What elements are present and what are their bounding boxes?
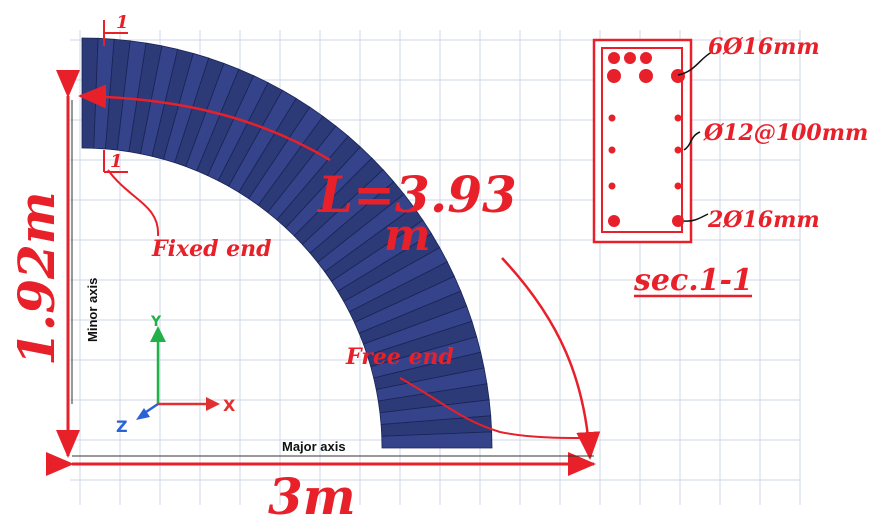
- stirrups-leader: [683, 131, 701, 151]
- fixed-end-leader: [107, 169, 160, 237]
- top-bars-leader: [677, 51, 713, 76]
- bottom-bars-leader: [683, 213, 709, 222]
- width-dimension-label: 3m: [268, 467, 356, 522]
- cross-section-detail: 6Ø16mm Ø12@100mm 2Ø16mm sec.1-1: [592, 34, 868, 298]
- curved-beam: [81, 37, 493, 449]
- fixed-end-label: Fixed end: [151, 236, 272, 262]
- rebar: [608, 215, 620, 227]
- rebar: [608, 146, 616, 154]
- rebar: [672, 215, 684, 227]
- axis-triad: Y X Z: [116, 314, 236, 436]
- section-rebars: [607, 52, 685, 227]
- axis-z-label: Z: [116, 417, 128, 436]
- rebar: [608, 182, 616, 190]
- beam-length-arrow-upper: [78, 84, 331, 162]
- top-bars-label: 6Ø16mm: [708, 34, 820, 60]
- section-title: sec.1-1: [633, 263, 753, 298]
- axis-y-label: Y: [150, 314, 162, 330]
- rebar: [674, 146, 682, 154]
- rebar: [674, 182, 682, 190]
- rebar: [671, 69, 685, 83]
- free-end-label: Free end: [345, 344, 454, 370]
- beam-length-arrow-lower: [501, 257, 601, 460]
- rebar: [624, 52, 636, 64]
- beam-length-label: L=3.93: [316, 165, 517, 224]
- height-dimension-label: 1.92m: [7, 191, 66, 366]
- section-mark-top: 1: [116, 12, 129, 33]
- axis-x-arrowhead: [206, 397, 220, 411]
- free-end-leader: [399, 377, 586, 439]
- axis-x-label: X: [223, 396, 236, 415]
- axis-z-arrowhead: [136, 408, 150, 420]
- rebar: [640, 52, 652, 64]
- stirrups-label: Ø12@100mm: [703, 120, 868, 146]
- axis-y-arrowhead: [150, 326, 166, 342]
- bottom-bars-label: 2Ø16mm: [707, 207, 820, 233]
- rebar: [639, 69, 653, 83]
- minor-axis-label: Minor axis: [85, 278, 100, 342]
- rebar: [608, 52, 620, 64]
- rebar: [608, 114, 616, 122]
- beam-element: [381, 431, 493, 449]
- section-mark-bottom: 1: [110, 151, 123, 172]
- rebar: [674, 114, 682, 122]
- rebar: [607, 69, 621, 83]
- beam-length-unit: m: [384, 210, 431, 261]
- major-axis-label: Major axis: [282, 439, 346, 454]
- section-stirrup: [601, 47, 683, 233]
